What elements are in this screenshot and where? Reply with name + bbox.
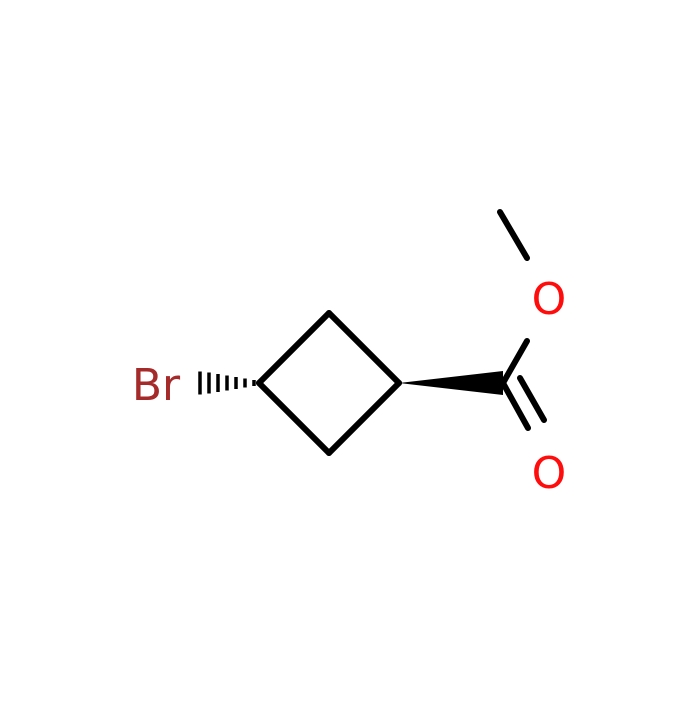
bond-c-to-ether-o — [500, 338, 530, 386]
ether-oxygen-label: O — [532, 274, 567, 325]
ring-bond-top-left — [256, 310, 332, 386]
solid-wedge-bond-ester — [399, 371, 503, 395]
ring-bond-bottom-left — [256, 380, 332, 456]
bond-c-to-carbonyl-o-a — [500, 380, 531, 431]
ring-bond-bottom-right — [326, 380, 402, 456]
bromine-label: Br — [132, 360, 181, 411]
hashed-wedge-bond-br — [198, 371, 256, 395]
ester-bonds — [497, 209, 547, 431]
bond-c-to-carbonyl-o-b — [517, 375, 547, 423]
carbonyl-oxygen-label: O — [532, 448, 567, 499]
cyclobutane-ring — [256, 310, 402, 456]
ring-bond-top-right — [326, 310, 402, 386]
bond-ether-o-to-methyl — [497, 209, 530, 261]
